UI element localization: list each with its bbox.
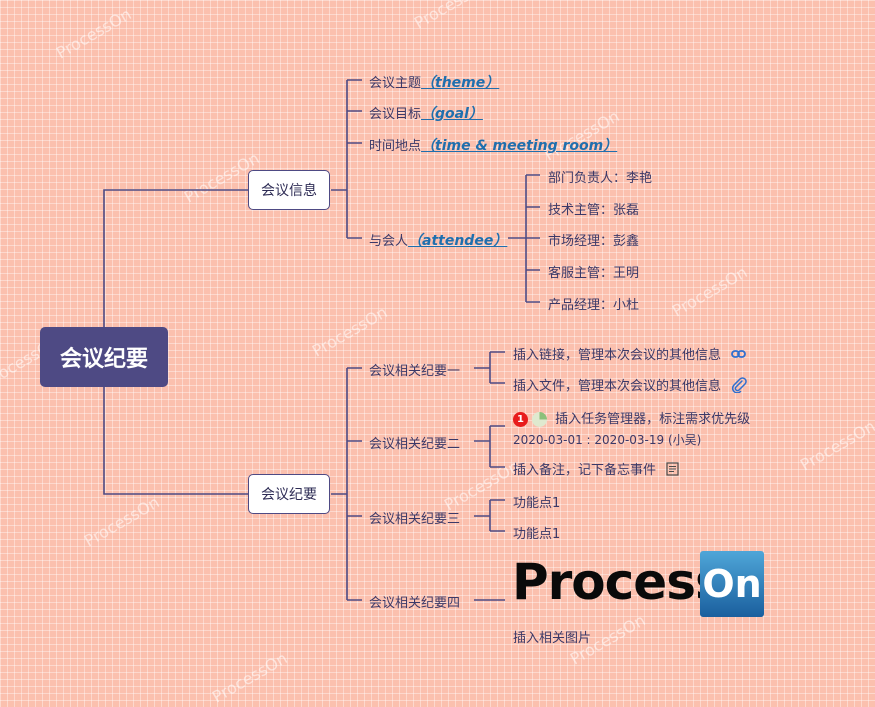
info-item-goal[interactable]: 会议目标（goal） [369,103,483,123]
connector-info-children [331,79,362,239]
minutes-item-2[interactable]: 会议相关纪要二 [369,437,461,452]
note-icon[interactable] [666,461,679,480]
connector-minutes-children [331,367,362,601]
info-item-english: （attendee） [408,233,508,249]
feature-point[interactable]: 功能点1 [513,496,561,511]
attendee-item[interactable]: 技术主管：张磊 [548,203,640,218]
processon-logo-image[interactable]: Process On [512,551,764,617]
priority-badge: 1 [513,412,528,427]
paperclip-icon[interactable] [731,376,747,397]
file-topic[interactable]: 插入文件，管理本次会议的其他信息 [513,375,747,397]
info-item-theme[interactable]: 会议主题（theme） [369,72,499,92]
minutes-item-1[interactable]: 会议相关纪要一 [369,364,461,379]
connector-minutes-2 [474,425,505,468]
info-item-english: （time & meeting room） [421,138,618,154]
attendee-item[interactable]: 产品经理：小杜 [548,298,640,313]
connector-minutes-3 [474,499,505,532]
connector-minutes-1 [474,351,505,384]
attendee-item[interactable]: 市场经理：彭鑫 [548,234,640,249]
info-item-english: （goal） [421,106,483,122]
file-topic-text: 插入文件，管理本次会议的其他信息 [513,379,722,394]
connector-root-minutes [103,387,248,495]
attendee-item[interactable]: 客服主管：王明 [548,266,640,281]
topic-meeting-minutes[interactable]: 会议纪要 [248,474,330,514]
logo-text: Process [512,553,725,611]
progress-pie-icon [532,412,547,427]
root-topic[interactable]: 会议纪要 [40,327,168,387]
task-topic[interactable]: 1 插入任务管理器，标注需求优先级 [513,408,750,427]
note-topic-text: 插入备注，记下备忘事件 [513,463,657,478]
note-topic[interactable]: 插入备注，记下备忘事件 [513,459,679,480]
info-item-attendee[interactable]: 与会人（attendee） [369,230,507,250]
logo-box: On [700,551,764,617]
info-item-label: 会议目标 [369,107,422,122]
feature-point[interactable]: 功能点1 [513,527,561,542]
connector-root-info [103,189,248,327]
link-topic-text: 插入链接，管理本次会议的其他信息 [513,348,722,363]
connector-lines [103,79,540,601]
task-date-range: 2020-03-01 : 2020-03-19 (小吴) [513,433,702,447]
info-item-label: 会议主题 [369,76,422,91]
minutes-item-3[interactable]: 会议相关纪要三 [369,512,461,527]
info-item-english: （theme） [421,75,500,91]
info-item-label: 时间地点 [369,139,422,154]
link-topic[interactable]: 插入链接，管理本次会议的其他信息 [513,344,747,363]
minutes-item-4[interactable]: 会议相关纪要四 [369,596,461,611]
info-item-time-place[interactable]: 时间地点（time & meeting room） [369,135,617,155]
info-item-label: 与会人 [369,234,409,249]
task-topic-text: 插入任务管理器，标注需求优先级 [555,412,751,427]
link-icon[interactable] [731,348,747,363]
image-caption[interactable]: 插入相关图片 [513,631,592,646]
topic-meeting-info[interactable]: 会议信息 [248,170,330,210]
connector-attendees [508,174,540,303]
attendee-item[interactable]: 部门负责人：李艳 [548,171,653,186]
